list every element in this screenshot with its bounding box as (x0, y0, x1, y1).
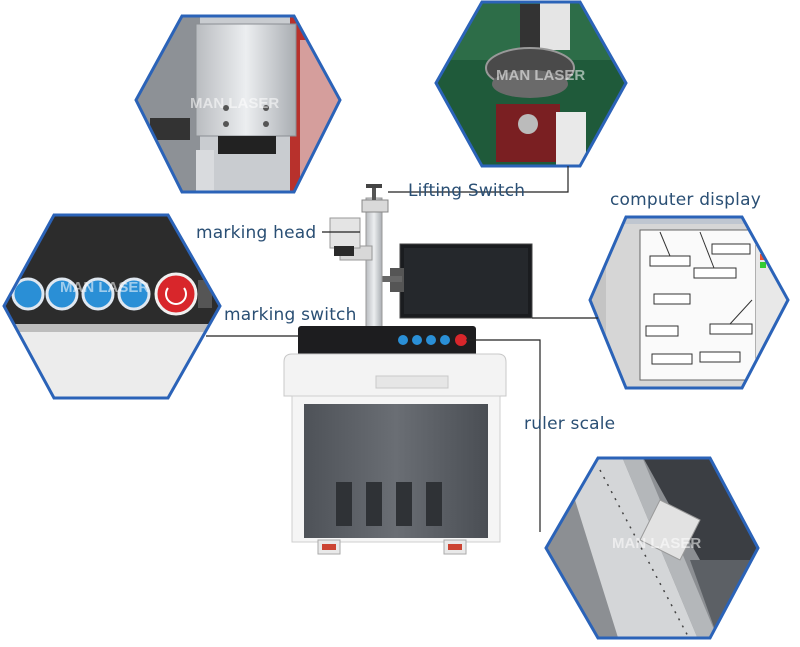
watermark-text: MAN LASER (612, 535, 701, 552)
watermark-text: MAN LASER (190, 95, 279, 112)
label-ruler-scale: ruler scale (524, 414, 616, 434)
marking-head (329, 217, 361, 249)
label-computer-display: computer display (610, 190, 761, 210)
control-panel (298, 326, 476, 358)
watermark-text: MAN LASER (496, 67, 585, 84)
marking-head-closeup: MAN LASER (134, 14, 342, 194)
panel-button-icon (81, 277, 115, 311)
panel-button-icon (11, 277, 45, 311)
ruler-scale-closeup: MAN LASER (544, 456, 760, 640)
worktable (283, 353, 507, 397)
callout-ruler-scale (466, 339, 541, 532)
callout-lifting-switch (388, 166, 569, 193)
watermark-text: MAN LASER (60, 279, 149, 296)
panel-button-icon (117, 277, 151, 311)
label-marking-switch: marking switch (224, 305, 357, 325)
computer-display-closeup (588, 215, 790, 390)
label-lifting-switch: Lifting Switch (408, 181, 526, 201)
panel-button-icon (45, 277, 79, 311)
laser-marking-machine (283, 184, 533, 555)
lifting-switch-closeup: MAN LASER (434, 0, 628, 168)
label-marking-head: marking head (196, 223, 317, 243)
callout-lines (206, 166, 598, 532)
emergency-stop-icon (154, 272, 198, 316)
